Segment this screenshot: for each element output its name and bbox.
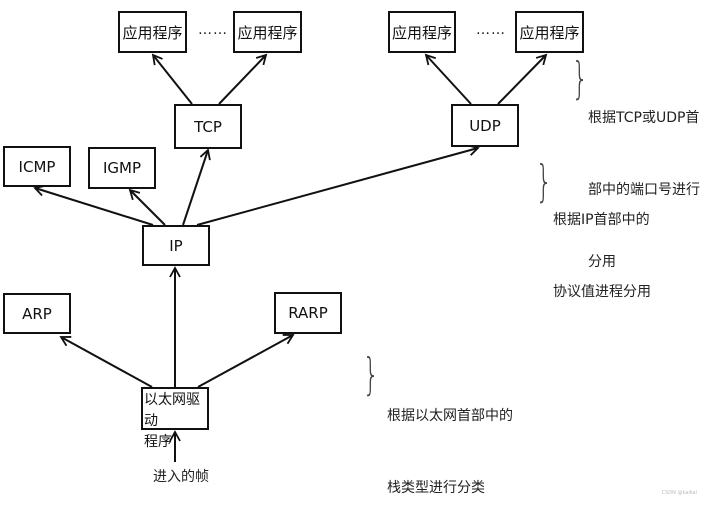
edge-ip-tcp (182, 148, 211, 226)
ethernet-driver-line-2: 程序 (144, 434, 172, 450)
edge-ip-udp (196, 144, 480, 226)
brace-transport-icon: } (571, 53, 589, 104)
note-ip-line-1: 根据IP首部中的 (553, 212, 650, 228)
edge-udp-app4 (497, 53, 548, 105)
ethernet-driver-line-1: 以太网驱动 (144, 392, 200, 429)
note-transport-line-1: 根据TCP或UDP首 (588, 110, 700, 126)
note-ip-line-2: 协议值进程分用 (553, 284, 651, 300)
note-ethernet-line-2: 栈类型进行分类 (387, 480, 485, 496)
edge-ethernet-rarp (197, 334, 295, 388)
node-udp: UDP (451, 104, 519, 147)
incoming-frame-label: 进入的帧 (153, 469, 209, 485)
ellipsis-right: …… (476, 22, 506, 38)
node-ip: IP (142, 225, 210, 266)
arrows-layer (33, 53, 548, 462)
node-rarp: RARP (274, 292, 342, 334)
note-transport-line-3: 分用 (588, 254, 616, 270)
note-ethernet-line-1: 根据以太网首部中的 (387, 408, 513, 424)
node-icmp: ICMP (3, 146, 71, 187)
node-arp: ARP (3, 293, 71, 334)
note-ethernet-demux: 根据以太网首部中的 栈类型进行分类 (387, 356, 513, 524)
watermark: CSDN @kaikai (661, 490, 697, 496)
brace-ethernet-icon: } (362, 349, 380, 400)
edge-udp-app3 (424, 53, 472, 105)
note-transport-line-2: 部中的端口号进行 (588, 182, 700, 198)
edge-ip-igmp (128, 188, 166, 226)
ellipsis-left: …… (198, 22, 228, 38)
node-app-1: 应用程序 (118, 11, 187, 53)
node-app-4: 应用程序 (515, 11, 584, 53)
edge-ip-icmp (33, 185, 154, 226)
node-igmp: IGMP (88, 147, 156, 189)
node-app-3: 应用程序 (388, 11, 456, 53)
note-ip-demux: 根据IP首部中的 协议值进程分用 (553, 160, 651, 328)
brace-ip-icon: } (535, 156, 553, 207)
edge-ethernet-arp (59, 336, 153, 388)
edge-tcp-app2 (218, 53, 268, 105)
note-transport-demux: 根据TCP或UDP首 部中的端口号进行 分用 (588, 58, 700, 298)
node-ethernet-driver: 以太网驱动 程序 (141, 387, 209, 450)
edge-tcp-app1 (151, 53, 193, 105)
node-tcp: TCP (174, 104, 242, 149)
node-app-2: 应用程序 (233, 11, 302, 53)
